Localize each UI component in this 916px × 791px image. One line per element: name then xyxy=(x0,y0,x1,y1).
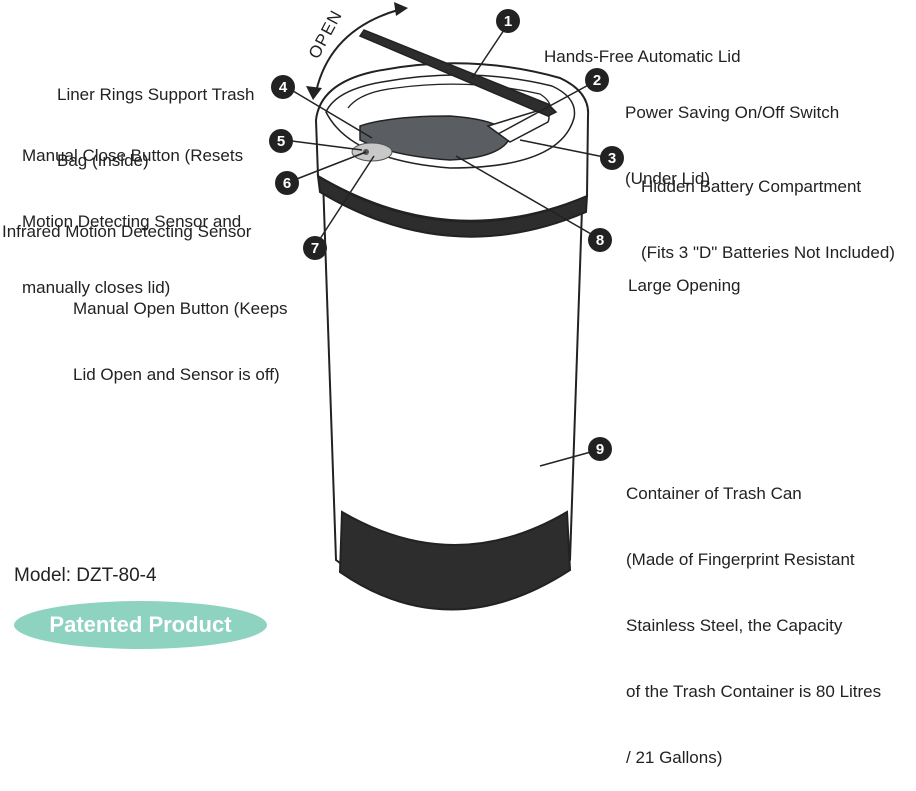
callout-2-line-2: (Under Lid) xyxy=(625,169,711,188)
open-arrow-head xyxy=(394,2,408,16)
leader-1 xyxy=(471,23,509,79)
callout-4-badge: 4 xyxy=(271,75,295,99)
leader-7 xyxy=(315,155,375,246)
callout-3-label: Hidden Battery Compartment (Fits 3 "D" B… xyxy=(641,132,895,286)
callout-2-label: Power Saving On/Off Switch (Under Lid) xyxy=(625,58,839,212)
open-arrow xyxy=(315,9,399,93)
callout-7-line-1: Manual Open Button (Keeps xyxy=(73,299,288,318)
callout-5-badge: 5 xyxy=(269,129,293,153)
svg-text:8: 8 xyxy=(596,232,604,249)
bottom-band xyxy=(338,510,572,611)
svg-text:1: 1 xyxy=(504,13,512,30)
callout-4-label: Liner Rings Support Trash Bag (Inside) xyxy=(57,40,255,194)
open-label: OPEN xyxy=(305,7,346,62)
callout-9-line-4: of the Trash Container is 80 Litres xyxy=(626,682,882,701)
callout-5-line-3: manually closes lid) xyxy=(22,278,171,297)
callout-8-line-1: Large Opening xyxy=(628,276,741,295)
svg-text:6: 6 xyxy=(283,175,291,192)
callout-1-badge: 1 xyxy=(496,9,520,33)
leader-5 xyxy=(283,139,363,151)
svg-text:7: 7 xyxy=(311,240,319,257)
callout-5-line-2: Motion Detecting Sensor and xyxy=(22,212,242,231)
callout-5-line-1: Manual Close Button (Resets xyxy=(22,146,244,165)
leader-9 xyxy=(539,449,599,467)
leader-3 xyxy=(519,139,610,159)
callout-2-badge: 2 xyxy=(585,68,609,92)
model-number: Model: DZT-80-4 xyxy=(14,565,157,586)
svg-text:2: 2 xyxy=(593,72,601,89)
callout-9-line-2: (Made of Fingerprint Resistant xyxy=(626,550,855,569)
leader-lines xyxy=(283,23,610,467)
callout-4-line-2: Bag (Inside) xyxy=(57,151,149,170)
sensor-buttons xyxy=(351,142,393,162)
callout-6-line-1: Infrared Motion Detecting Sensor xyxy=(2,222,252,241)
callout-6-badge: 6 xyxy=(275,171,299,195)
callout-8-badge: 8 xyxy=(588,228,612,252)
leader-6 xyxy=(288,151,367,183)
svg-text:9: 9 xyxy=(596,441,604,458)
open-arrow-tail xyxy=(306,86,322,100)
callout-3-line-1: Hidden Battery Compartment xyxy=(641,177,862,196)
liner-ring xyxy=(347,83,552,119)
callout-9-badge: 9 xyxy=(588,437,612,461)
callout-badges: 1 2 3 4 5 6 7 8 9 xyxy=(269,9,624,461)
callout-2-line-1: Power Saving On/Off Switch xyxy=(625,103,840,122)
svg-text:4: 4 xyxy=(279,79,288,96)
callout-3-badge: 3 xyxy=(600,146,624,170)
svg-text:5: 5 xyxy=(277,133,285,150)
callout-7-line-2: Lid Open and Sensor is off) xyxy=(73,365,280,384)
callout-1-line-1: Hands-Free Automatic Lid xyxy=(544,47,741,66)
svg-text:3: 3 xyxy=(608,150,616,167)
patented-product-badge: Patented Product xyxy=(14,601,267,649)
open-lid xyxy=(358,29,558,117)
callout-9-line-5: / 21 Gallons) xyxy=(626,748,723,767)
callout-8-label: Large Opening xyxy=(628,231,740,319)
leader-2 xyxy=(497,81,595,135)
callout-5-label: Manual Close Button (Resets Motion Detec… xyxy=(22,101,243,321)
callout-3-line-2: (Fits 3 "D" Batteries Not Included) xyxy=(641,243,895,262)
callout-4-line-1: Liner Rings Support Trash xyxy=(57,85,255,104)
callout-7-badge: 7 xyxy=(303,236,327,260)
callout-9-line-3: Stainless Steel, the Capacity xyxy=(626,616,843,635)
callout-9-line-1: Container of Trash Can xyxy=(626,484,802,503)
leader-8 xyxy=(455,155,599,239)
leader-4 xyxy=(287,87,373,139)
callout-1-label: Hands-Free Automatic Lid xyxy=(544,2,741,90)
callout-9-label: Container of Trash Can (Made of Fingerpr… xyxy=(626,439,881,791)
callout-7-label: Manual Open Button (Keeps Lid Open and S… xyxy=(73,254,288,408)
callout-6-label: Infrared Motion Detecting Sensor xyxy=(2,177,251,265)
trash-can-diagram: OPEN 1 2 3 4 5 6 7 8 9 xyxy=(269,2,624,611)
